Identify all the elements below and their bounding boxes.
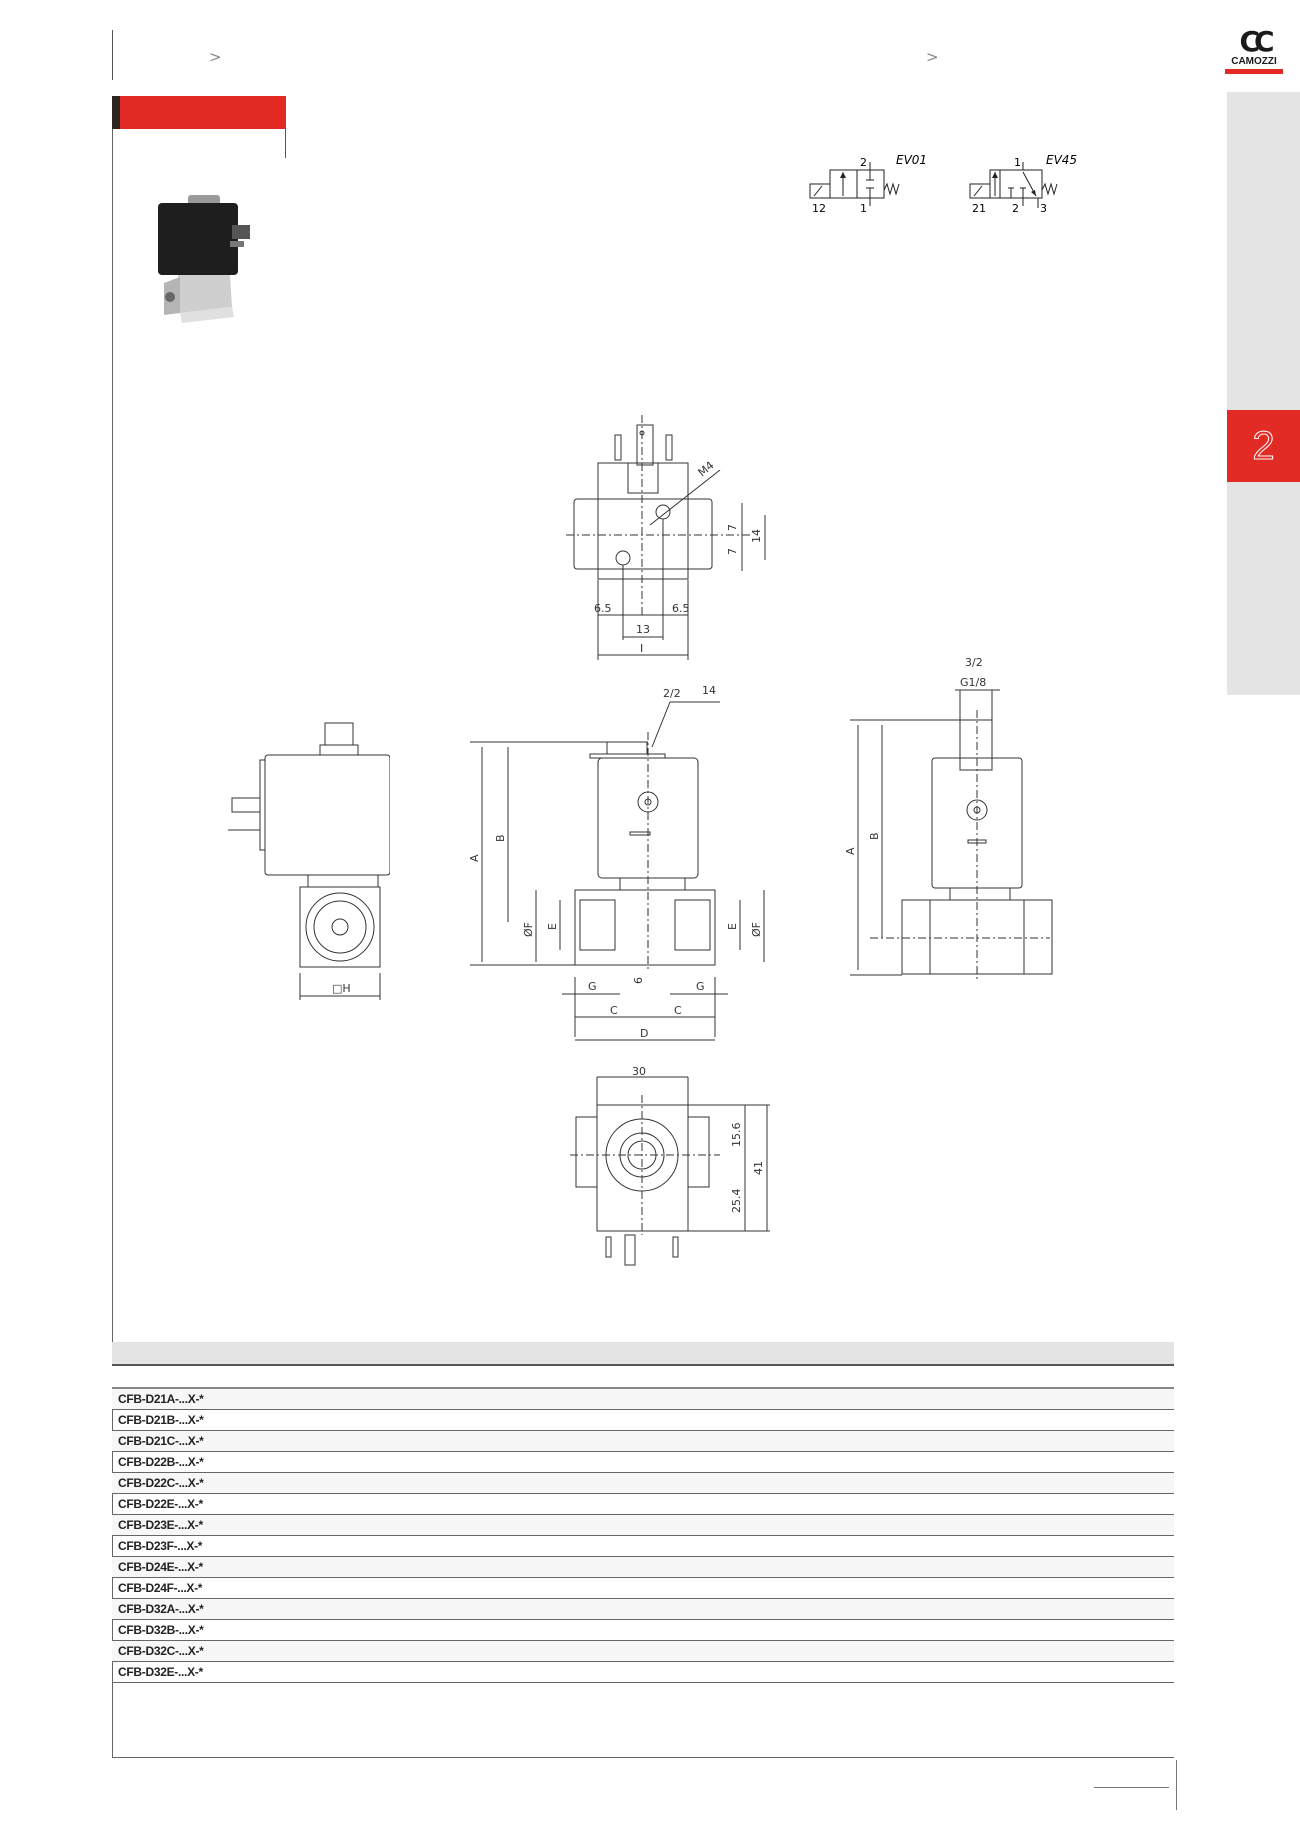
- table-row: CFB-D22B-...X-*: [112, 1452, 1174, 1473]
- table-row: CFB-D32C-...X-*: [112, 1641, 1174, 1662]
- table-header: [112, 1342, 1174, 1366]
- table-row: CFB-D22E-...X-*: [112, 1494, 1174, 1515]
- wrench-size: 14: [702, 684, 716, 697]
- table-row: CFB-D22C-...X-*: [112, 1473, 1174, 1494]
- symbol-ev45: 1 21 2 3 EV45: [968, 150, 1088, 225]
- svg-text:41: 41: [752, 1161, 765, 1175]
- footer-vertical-rule: [1176, 1760, 1177, 1810]
- drawing-top-view: M4 7 7 14 6.5 6.5 13 I: [560, 415, 780, 665]
- logo-mark-icon: CC: [1239, 25, 1274, 58]
- drawing-bottom-view: 30 15.6 25.4 41: [570, 1065, 780, 1285]
- port-2: 2: [1012, 202, 1019, 215]
- svg-text:B: B: [868, 832, 881, 840]
- table-notes-area: [112, 1691, 1174, 1758]
- svg-text:ØF: ØF: [750, 922, 763, 937]
- svg-text:B: B: [494, 834, 507, 842]
- symbol-code: EV01: [896, 153, 927, 167]
- table-subheader: [112, 1366, 1174, 1389]
- drawing-side-view: □H: [220, 718, 391, 1013]
- svg-text:7: 7: [726, 524, 739, 531]
- dim-h: □H: [332, 982, 351, 995]
- table-row: CFB-D32A-...X-*: [112, 1599, 1174, 1620]
- svg-text:7: 7: [726, 548, 739, 555]
- port-2: 2: [860, 156, 867, 169]
- svg-text:E: E: [546, 923, 559, 930]
- breadcrumb-separator-left: >: [209, 48, 222, 66]
- port-12: 12: [812, 202, 826, 215]
- svg-text:15.6: 15.6: [730, 1123, 743, 1148]
- view-label: 3/2: [965, 656, 983, 669]
- symbol-code: EV45: [1046, 153, 1077, 167]
- camozzi-logo: CC CAMOZZI: [1225, 25, 1283, 74]
- model-codes-table: CFB-D21A-...X-* CFB-D21B-...X-* CFB-D21C…: [112, 1342, 1174, 1683]
- svg-text:13: 13: [636, 623, 650, 636]
- svg-text:30: 30: [632, 1065, 646, 1078]
- port-21: 21: [972, 202, 986, 215]
- logo-name: CAMOZZI: [1231, 56, 1277, 67]
- svg-text:A: A: [844, 847, 857, 855]
- page-left-rule: [112, 96, 113, 1758]
- chapter-number[interactable]: 2: [1227, 410, 1300, 482]
- breadcrumb-separator-right: >: [926, 48, 939, 66]
- table-row: CFB-D21B-...X-*: [112, 1410, 1174, 1431]
- table-row: CFB-D24F-...X-*: [112, 1578, 1174, 1599]
- table-row: CFB-D23F-...X-*: [112, 1536, 1174, 1557]
- table-row: CFB-D32E-...X-*: [112, 1662, 1174, 1683]
- table-row: CFB-D23E-...X-*: [112, 1515, 1174, 1536]
- svg-text:C: C: [674, 1004, 682, 1017]
- port-1: 1: [860, 202, 867, 215]
- svg-text:ØF: ØF: [522, 922, 535, 937]
- svg-text:6: 6: [632, 977, 645, 984]
- solenoid-valve-photo: [150, 195, 270, 335]
- port-1: 1: [1014, 156, 1021, 169]
- drawing-front-3-2: 3/2 G1/8 A B: [840, 650, 1070, 985]
- table-row: CFB-D21C-...X-*: [112, 1431, 1174, 1452]
- table-row: CFB-D32B-...X-*: [112, 1620, 1174, 1641]
- section-title-bar: [112, 96, 286, 129]
- logo-stripe: [1225, 69, 1283, 74]
- svg-text:14: 14: [750, 529, 763, 543]
- svg-text:A: A: [470, 854, 481, 862]
- svg-text:G: G: [696, 980, 705, 993]
- svg-text:I: I: [640, 642, 643, 655]
- table-row: CFB-D24E-...X-*: [112, 1557, 1174, 1578]
- port-3: 3: [1040, 202, 1047, 215]
- symbol-ev01: 2 12 1 EV01: [808, 150, 928, 225]
- svg-text:6.5: 6.5: [672, 602, 690, 615]
- drawing-front-2-2: 2/2 14 A B ØF E E ØF 6 G G C C D: [468, 672, 780, 1052]
- svg-text:G: G: [588, 980, 597, 993]
- footer-rule: [1094, 1787, 1169, 1788]
- svg-text:25.4: 25.4: [730, 1189, 743, 1214]
- table-row: CFB-D21A-...X-*: [112, 1389, 1174, 1410]
- header-left-rule: [112, 30, 113, 80]
- thread-label: M4: [696, 459, 717, 480]
- view-label: 2/2: [663, 687, 681, 700]
- svg-text:E: E: [726, 923, 739, 930]
- svg-text:6.5: 6.5: [594, 602, 612, 615]
- svg-text:D: D: [640, 1027, 648, 1040]
- svg-text:C: C: [610, 1004, 618, 1017]
- chapter-side-tab: [1227, 92, 1300, 695]
- thread-label: G1/8: [960, 676, 986, 689]
